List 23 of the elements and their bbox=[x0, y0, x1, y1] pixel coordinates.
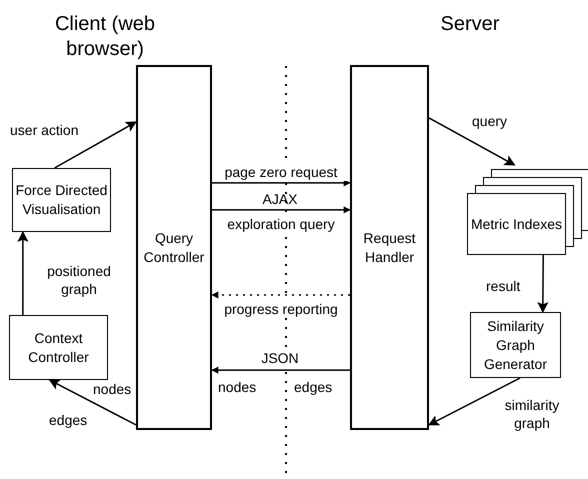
arrow bbox=[212, 206, 351, 214]
arrow bbox=[211, 366, 350, 374]
arrow bbox=[48, 379, 136, 426]
process-box: Context Controller bbox=[9, 315, 108, 380]
edge-annotation: edges bbox=[294, 378, 334, 397]
arrow bbox=[212, 179, 351, 186]
component-column: Request Handler bbox=[350, 65, 429, 430]
arrow bbox=[428, 377, 520, 426]
edge-annotation: nodes bbox=[93, 381, 132, 398]
arrow bbox=[17, 230, 28, 315]
section-heading: Server bbox=[440, 12, 500, 37]
section-heading: Client (web browser) bbox=[54, 12, 156, 62]
edge-annotation: AJAX bbox=[261, 190, 298, 209]
process-box: Force Directed Visualisation bbox=[12, 168, 111, 232]
edge-annotation: edges bbox=[49, 411, 88, 430]
component-column: Query Controller bbox=[136, 65, 212, 430]
edge-annotation: nodes bbox=[218, 378, 258, 397]
process-box: Similarity Graph Generator bbox=[470, 312, 561, 378]
arrow bbox=[428, 117, 516, 166]
arrow bbox=[54, 121, 137, 169]
process-box: Metric Indexes bbox=[467, 193, 566, 255]
arrow bbox=[537, 255, 548, 314]
arrow bbox=[211, 291, 350, 298]
